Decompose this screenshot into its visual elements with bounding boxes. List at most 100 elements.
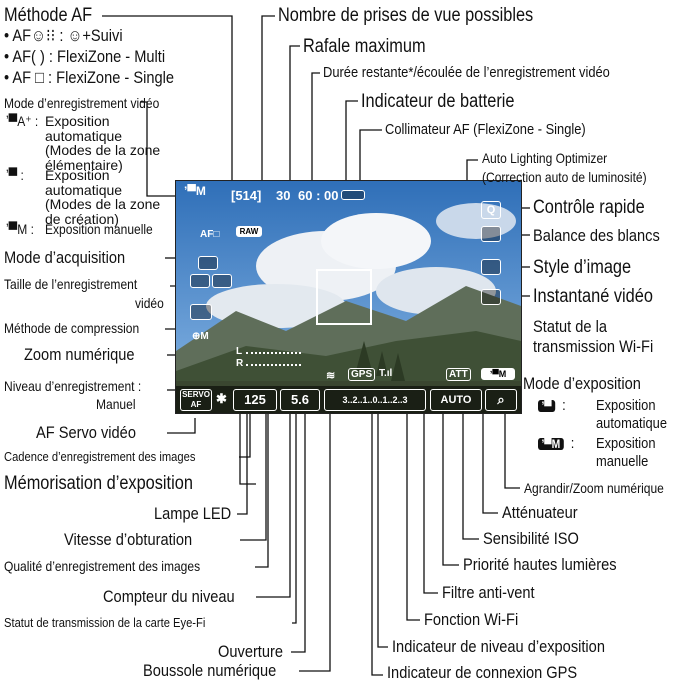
raw-icon: RAW (236, 226, 262, 237)
zoom-icon: ⊕M (192, 331, 209, 342)
line-video-mode (140, 101, 182, 197)
exp-auto-mark: ʼ▀ : (538, 398, 566, 414)
label-quick: Contrôle rapide (533, 197, 645, 218)
label-alo-2: (Correction auto de luminosité) (482, 169, 647, 185)
label-alo-1: Auto Lighting Optimizer (482, 150, 608, 166)
line-battery (345, 100, 358, 182)
label-highlight: Priorité hautes lumières (463, 555, 617, 574)
line-attenuator (482, 395, 498, 514)
af-method-item-2: • AF( ) : FlexiZone - Multi (4, 47, 166, 66)
label-wifi-status-2: transmission Wi-Fi (533, 337, 654, 356)
picture-style-icon (481, 259, 501, 275)
osd-shots: [514] (231, 188, 262, 203)
label-zoom: Zoom numérique (24, 345, 135, 364)
line-magnify (504, 410, 520, 489)
line-burst (289, 45, 300, 182)
osd-burst: 30 (276, 188, 291, 203)
label-quality: Qualité d’enregistrement des images (4, 558, 201, 574)
line-ae-lock (239, 410, 256, 485)
aperture-value[interactable]: 5.6 (280, 389, 320, 411)
label-eyefi: Statut de transmission de la carte Eye-F… (4, 615, 206, 630)
compression-icon (190, 304, 212, 320)
label-iso: Sensibilité ISO (483, 529, 579, 548)
label-snapshot: Instantané vidéo (533, 286, 653, 307)
osd-r: R (236, 358, 244, 369)
label-ae-lock: Mémorisation d’exposition (4, 473, 193, 494)
line-eyefi (292, 395, 297, 624)
line-frame-rate (239, 410, 251, 458)
video-mode-desc-2: Exposition automatique (Modes de la zone… (45, 167, 161, 228)
line-wifi-func (406, 385, 420, 621)
iso-value[interactable]: AUTO (430, 389, 482, 411)
fps-icon (212, 274, 232, 288)
battery-icon (341, 190, 365, 200)
exp-auto-2: automatique (596, 415, 668, 432)
video-mode-symbol-2: ʼ▀ : (6, 167, 24, 183)
line-gps (371, 385, 383, 676)
osd-mode-icon: ʼ▀M (184, 184, 206, 198)
video-mode-symbol-3: ʼ▀M : (6, 221, 34, 237)
line-af-method (102, 15, 233, 182)
exposure-mode-icon: ʼ▀M (481, 368, 515, 380)
label-magnify: Agrandir/Zoom numérique (524, 480, 664, 496)
gps-icon: GPS (348, 368, 376, 381)
label-size-1: Taille de l’enregistrement (4, 276, 138, 292)
label-servo: AF Servo vidéo (36, 423, 136, 442)
line-shots (261, 15, 275, 182)
label-gps: Indicateur de connexion GPS (387, 663, 578, 682)
line-compass (299, 385, 331, 672)
osd-af-method: AF□ (200, 229, 220, 240)
label-battery: Indicateur de batterie (361, 91, 515, 112)
white-balance-icon (481, 226, 501, 242)
video-mode-title: Mode d’enregistrement vidéo (4, 95, 160, 111)
label-exposure-mode: Mode d’exposition (523, 374, 641, 393)
exposure-scale[interactable]: 3..2..1..0..1..2..3 (324, 389, 426, 411)
osd-time: 60 : 00 (298, 188, 339, 203)
label-shots: Nombre de prises de vue possibles (278, 5, 534, 26)
label-burst: Rafale maximum (303, 36, 426, 57)
label-frame-rate: Cadence d’enregistrement des images (4, 449, 196, 464)
label-drive: Mode d’acquisition (4, 248, 126, 267)
af-method-title: Méthode AF (4, 5, 93, 26)
snapshot-icon (481, 289, 501, 305)
label-wb: Balance des blancs (533, 226, 660, 245)
attenuator-icon: ATT (446, 368, 471, 381)
shutter-value[interactable]: 125 (233, 389, 277, 411)
label-size-2: vidéo (135, 295, 164, 311)
line-wind (423, 395, 438, 594)
label-level-meter: Compteur du niveau (103, 587, 235, 606)
line-aperture (291, 410, 306, 653)
servo-af-icon[interactable]: SERVO AF (180, 389, 212, 411)
magnify-icon[interactable]: ⌕ (485, 389, 517, 411)
label-exp-level: Indicateur de niveau d’exposition (392, 637, 605, 656)
label-wifi-func: Fonction Wi-Fi (424, 610, 519, 629)
level-meter-l (246, 352, 301, 354)
size-icon (190, 274, 210, 288)
label-compass: Boussole numérique (143, 661, 277, 680)
line-iso (462, 410, 479, 540)
label-rec-level-2: Manuel (96, 396, 136, 412)
label-rec-level-1: Niveau d’enregistrement : (4, 378, 142, 394)
wifi-icon: ≋ (326, 370, 336, 382)
label-compression: Méthode de compression (4, 320, 140, 336)
label-af-point: Collimateur AF (FlexiZone - Single) (385, 121, 586, 138)
quick-control-icon[interactable]: Q (481, 201, 501, 219)
line-level-meter (256, 400, 291, 598)
video-mode-desc-1: Exposition automatique (Modes de la zone… (45, 113, 161, 174)
label-duration: Durée restante*/écoulée de l’enregistrem… (323, 64, 610, 81)
label-aperture: Ouverture (218, 642, 284, 661)
line-highlight (442, 410, 459, 566)
label-picture-style: Style d’image (533, 257, 632, 278)
exp-manual-mark: ʼ▀M : (538, 436, 574, 452)
exp-auto-1: Exposition (596, 397, 656, 414)
line-exp-level (377, 410, 388, 648)
signal-icon: T.ıl (379, 368, 393, 379)
ae-lock-icon: ✱ (216, 391, 227, 406)
video-mode-symbol-1: ʼ▀A⁺ : (6, 113, 39, 129)
osd-l: L (236, 346, 243, 357)
line-duration (311, 72, 320, 182)
drive-icon (198, 256, 218, 270)
line-shutter (240, 410, 267, 541)
af-method-item-3: • AF □ : FlexiZone - Single (4, 68, 174, 87)
af-frame (316, 269, 372, 325)
